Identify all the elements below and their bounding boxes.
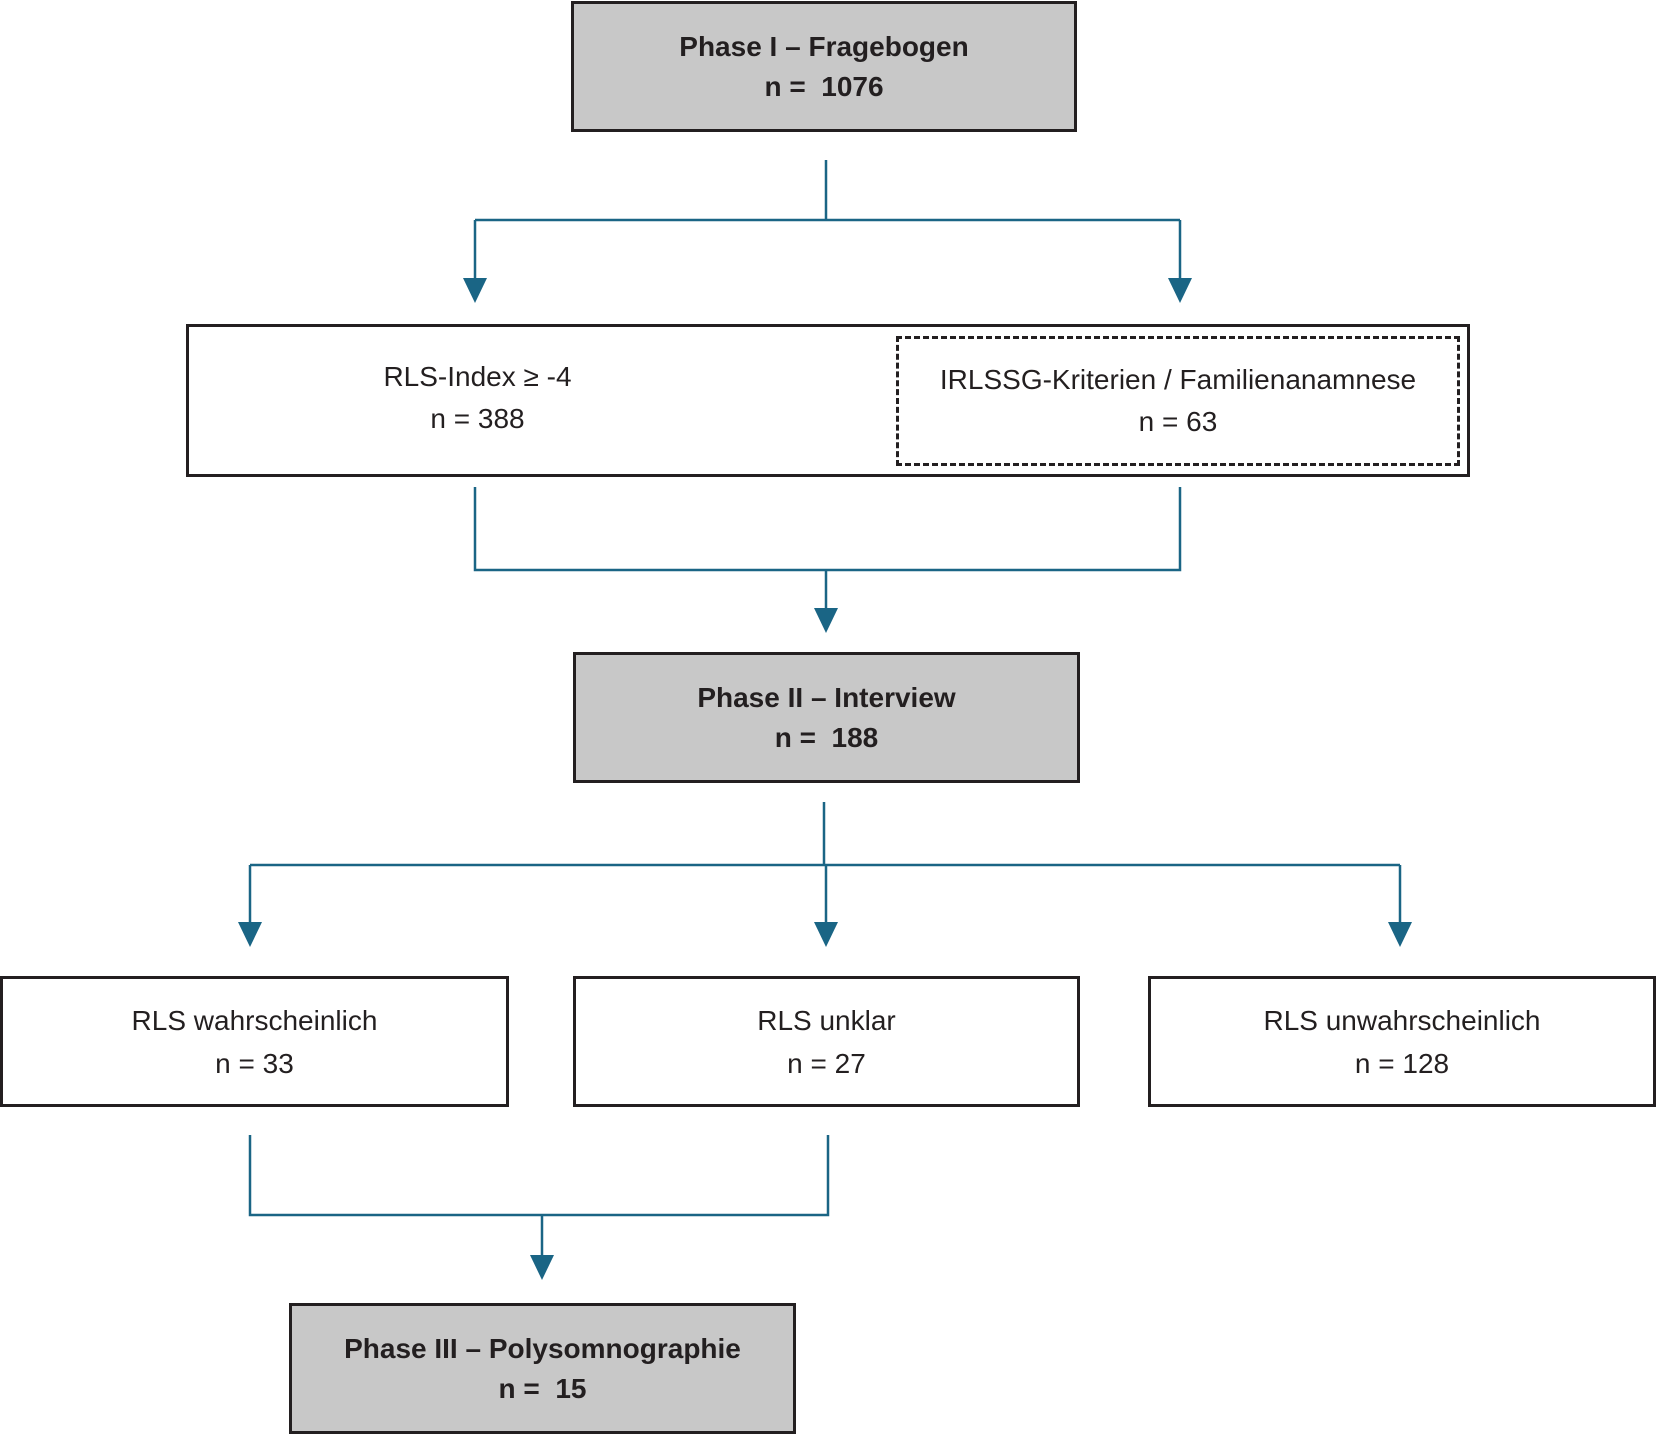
screening-box [186,324,1470,477]
connector-group [248,160,1402,1255]
phase3-box: Phase III – Polysomnographie n = 15 [289,1303,796,1434]
connector-outcomes-merge [248,1135,830,1255]
arrowhead-to-rls-index [463,278,487,303]
outcome-wahrscheinlich-box: RLS wahrscheinlich n = 33 [0,976,509,1107]
outcome-unklar-title: RLS unklar [757,1004,896,1036]
outcome-unklar-count: n = 27 [787,1047,866,1079]
phase2-count: n = 188 [774,721,879,753]
connector-screening-merge [473,487,1182,608]
phase2-title: Phase II – Interview [697,681,956,713]
arrowheads [238,278,1412,1280]
phase3-title: Phase III – Polysomnographie [344,1332,741,1364]
phase2-box: Phase II – Interview n = 188 [573,652,1080,783]
arrowhead-to-unklar [814,922,838,947]
outcome-unklar-box: RLS unklar n = 27 [573,976,1080,1107]
phase1-box: Phase I – Fragebogen n = 1076 [571,1,1077,132]
irlssg-cell: IRLSSG-Kriterien / Familienanamnese n = … [896,336,1460,466]
arrowhead-to-unwahrscheinlich [1388,922,1412,947]
outcome-unwahrscheinlich-title: RLS unwahrscheinlich [1263,1004,1541,1036]
connector-phase2-split [248,802,1402,925]
phase1-title: Phase I – Fragebogen [679,30,969,62]
phase1-count: n = 1076 [764,70,884,102]
outcome-wahrscheinlich-count: n = 33 [215,1047,294,1079]
phase3-count: n = 15 [498,1372,587,1404]
arrowhead-to-phase2 [814,608,838,633]
irlssg-count: n = 63 [1138,406,1218,437]
arrowhead-to-phase3 [530,1255,554,1280]
arrowhead-to-irlssg [1168,278,1192,303]
rls-index-cell: RLS-Index ≥ -4 n = 388 [189,354,766,442]
outcome-wahrscheinlich-title: RLS wahrscheinlich [131,1004,378,1036]
rls-index-title: RLS-Index ≥ -4 [383,361,572,392]
arrowhead-to-wahrscheinlich [238,922,262,947]
irlssg-title: IRLSSG-Kriterien / Familienanamnese [939,364,1417,395]
rls-index-count: n = 388 [430,403,525,434]
connector-phase1-split [473,160,1182,278]
outcome-unwahrscheinlich-count: n = 128 [1354,1047,1450,1079]
outcome-unwahrscheinlich-box: RLS unwahrscheinlich n = 128 [1148,976,1656,1107]
